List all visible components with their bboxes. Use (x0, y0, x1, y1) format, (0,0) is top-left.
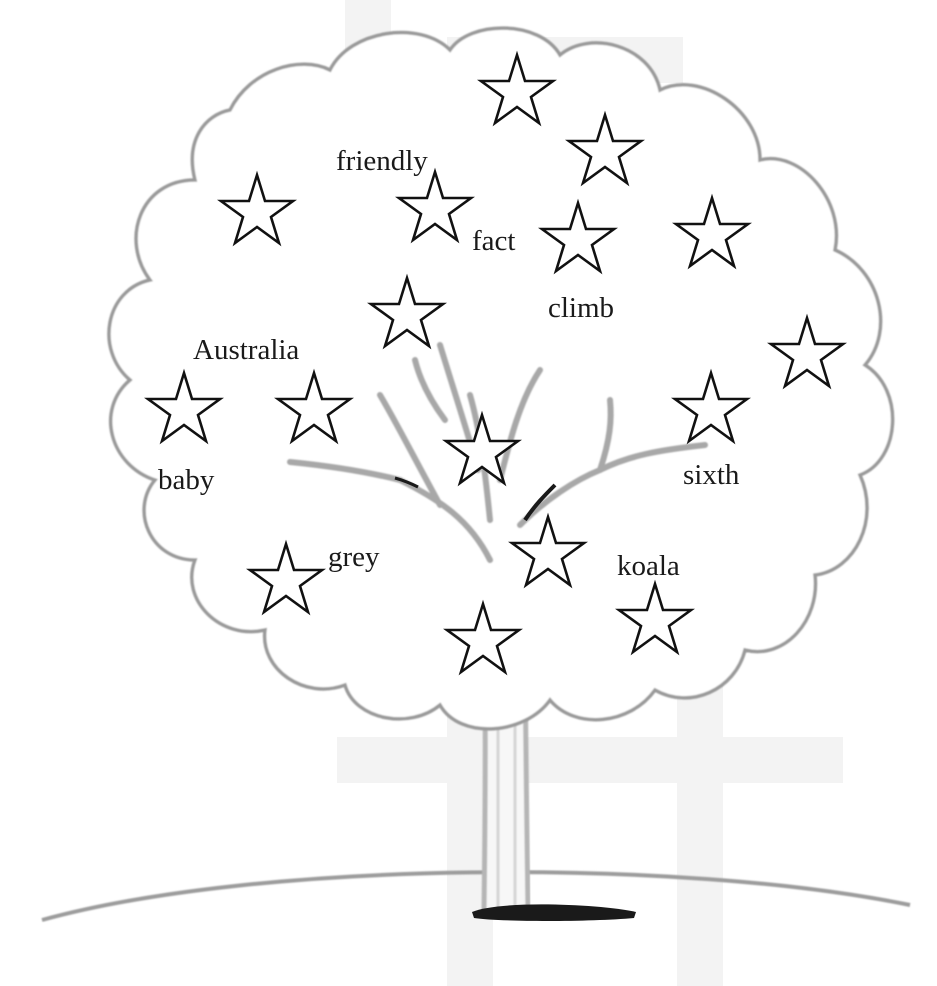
word-australia: Australia (193, 334, 299, 366)
trunk-shadow (472, 904, 636, 921)
word-koala: koala (617, 550, 680, 582)
word-climb: climb (548, 292, 614, 324)
word-friendly: friendly (336, 145, 428, 177)
word-sixth: sixth (683, 459, 740, 491)
word-baby: baby (158, 464, 215, 496)
word-grey: grey (328, 541, 380, 573)
tree-canopy (109, 28, 893, 729)
word-fact: fact (472, 225, 515, 257)
